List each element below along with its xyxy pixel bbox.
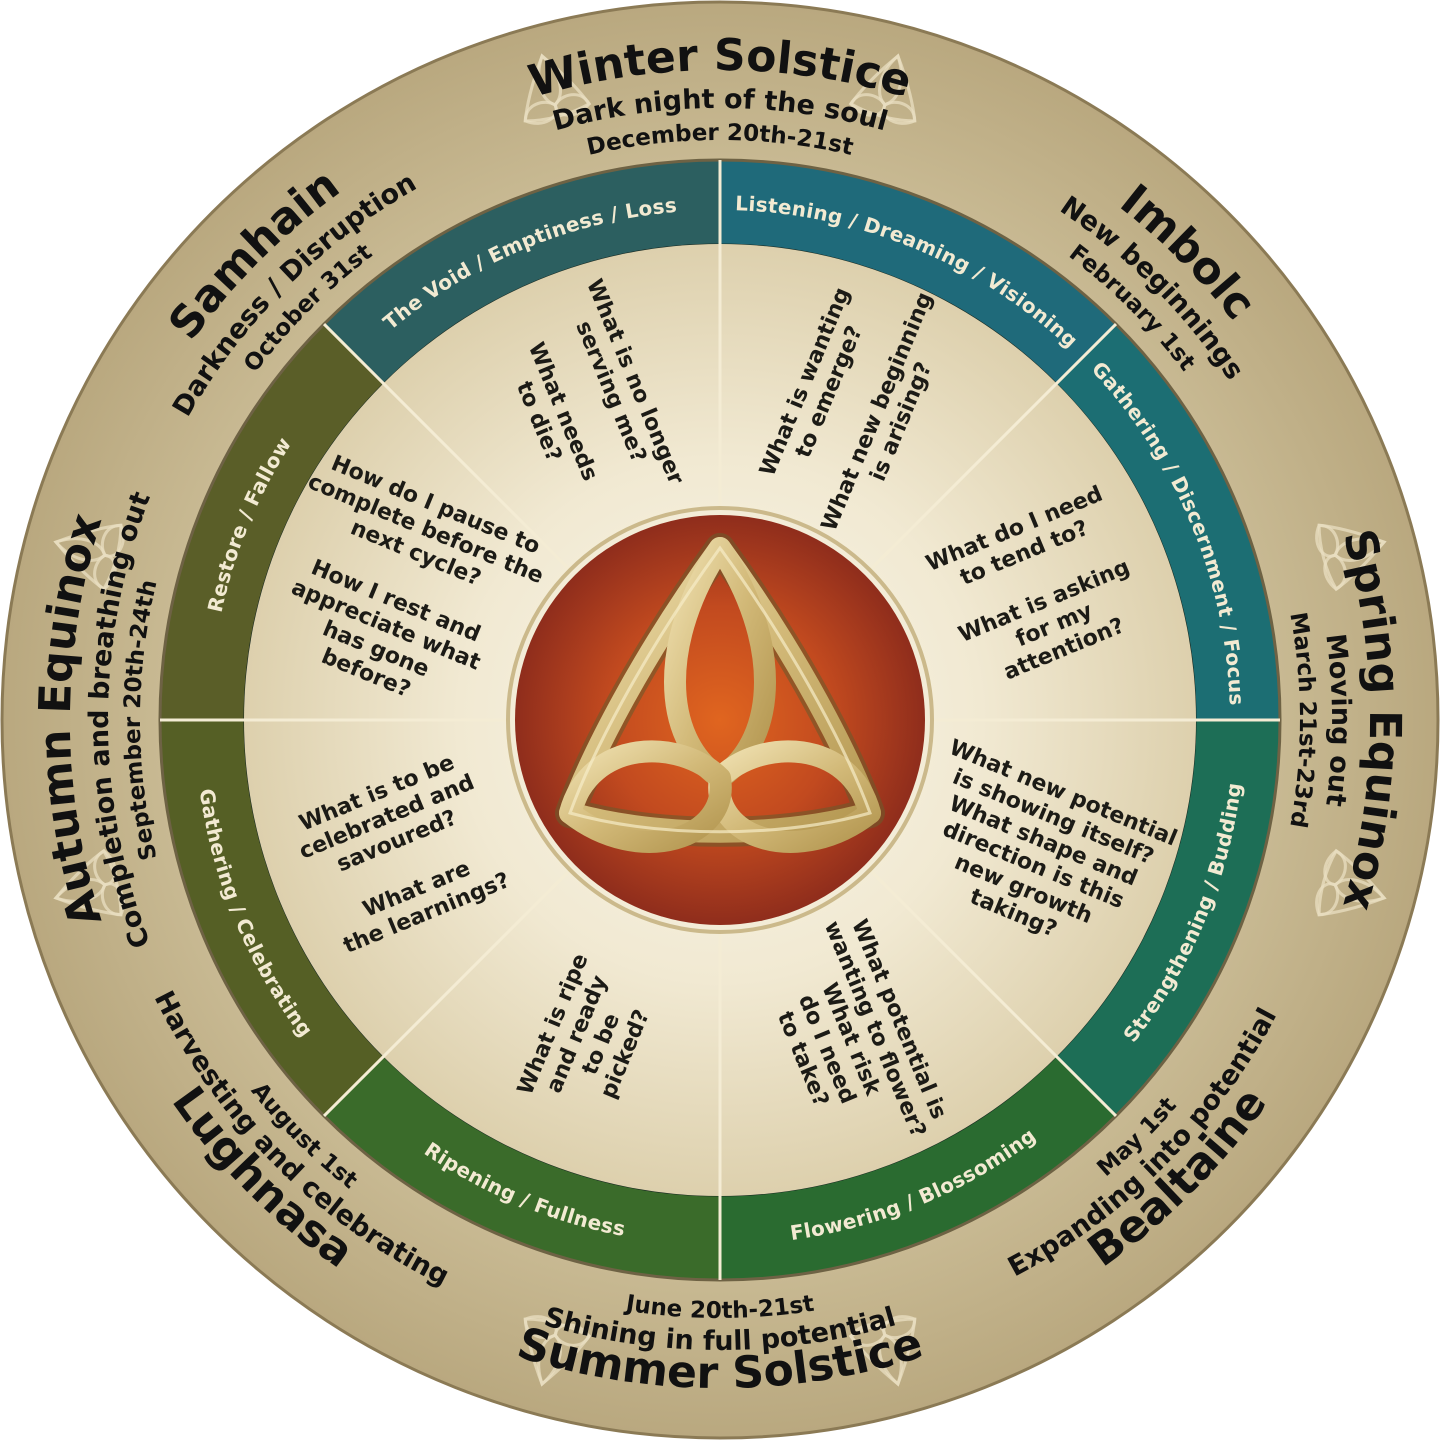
center-disc xyxy=(515,515,925,925)
